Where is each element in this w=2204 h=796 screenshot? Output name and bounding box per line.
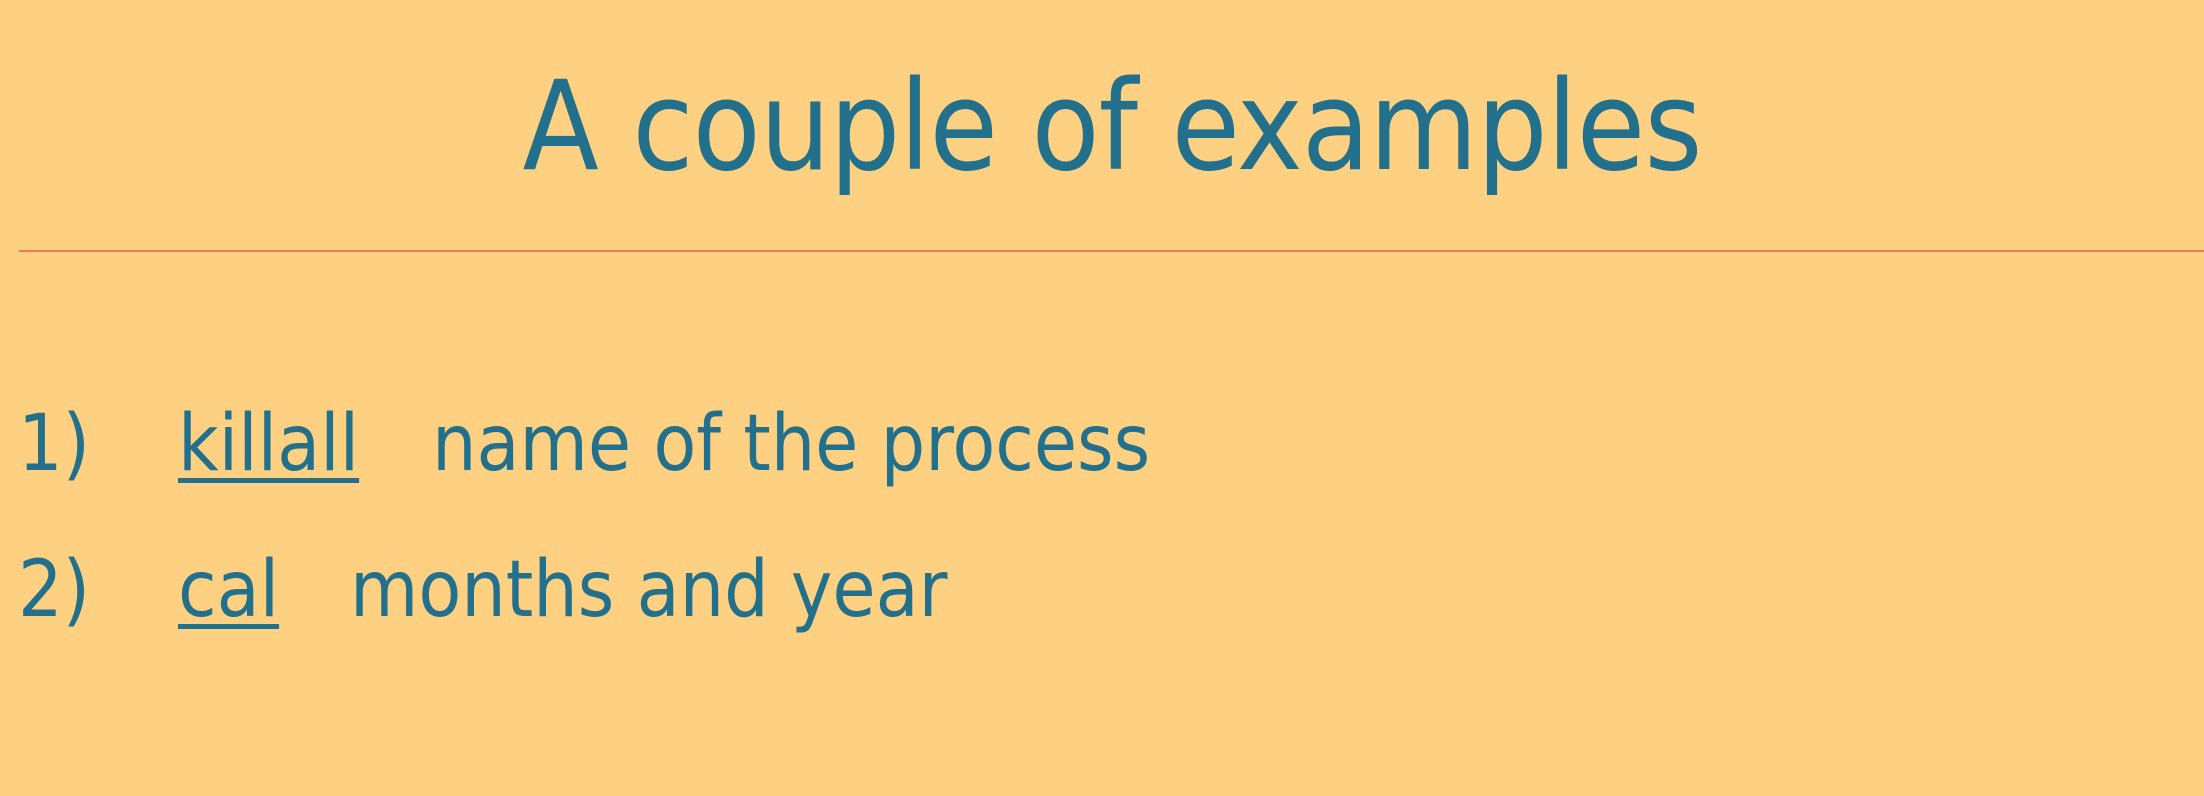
command-name: killall (178, 399, 360, 489)
title-divider (19, 250, 2204, 252)
list-item-number: 2) (18, 545, 91, 635)
command-description: name of the process (432, 399, 1151, 489)
list-item: 1) killall name of the process (18, 396, 1150, 492)
command-description: months and year (350, 545, 948, 635)
list-item: 2) cal months and year (18, 542, 947, 638)
command-name: cal (178, 545, 280, 635)
slide-title: A couple of examples (522, 55, 1703, 199)
list-item-number: 1) (18, 399, 91, 489)
